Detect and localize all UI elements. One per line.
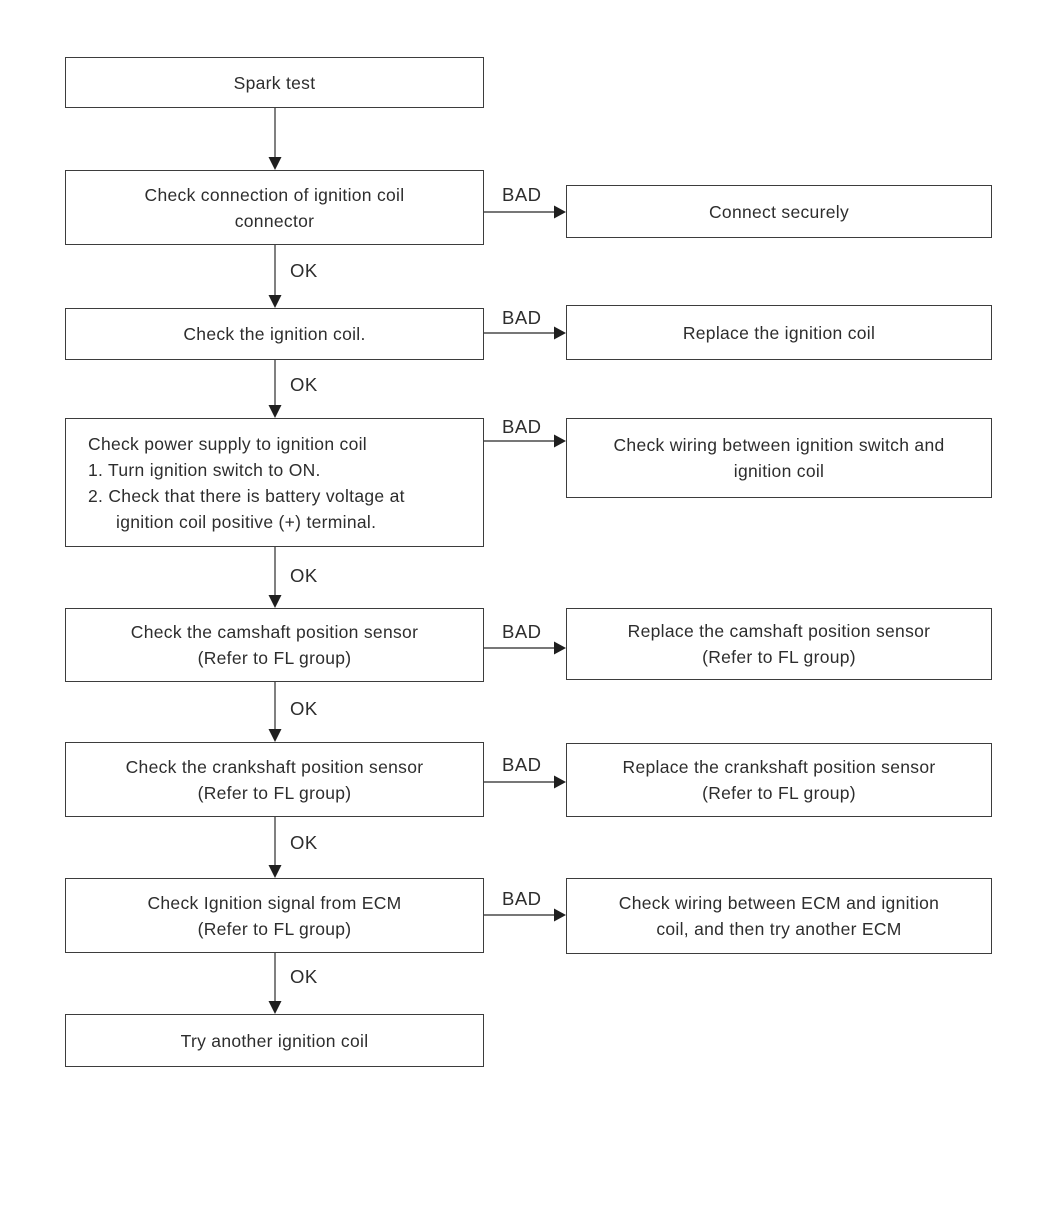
ok-label: OK — [290, 565, 318, 586]
arrow-bad-connector — [484, 205, 566, 219]
step-check-camshaft-sensor: Check the camshaft position sensor (Refe… — [65, 608, 484, 682]
step-text-line: (Refer to FL group) — [197, 648, 352, 668]
arrow-bad-ecm — [484, 908, 566, 922]
result-replace-camshaft-sensor: Replace the camshaft position sensor (Re… — [566, 608, 992, 680]
result-text-line: Check wiring between ignition switch and — [613, 435, 945, 455]
ok-label: OK — [290, 260, 318, 281]
arrow-down-connector-to-coil — [268, 245, 282, 308]
step-text-line: Spark test — [233, 72, 316, 93]
result-text-line: Replace the ignition coil — [682, 322, 876, 343]
result-check-wiring-switch-coil: Check wiring between ignition switch and… — [566, 418, 992, 498]
result-text-line: coil, and then try another ECM — [656, 919, 902, 939]
bad-label: BAD — [502, 416, 542, 437]
bad-label: BAD — [502, 307, 542, 328]
ok-label: OK — [290, 374, 318, 395]
step-check-ignition-signal: Check Ignition signal from ECM (Refer to… — [65, 878, 484, 953]
result-check-wiring-ecm-coil: Check wiring between ECM and ignition co… — [566, 878, 992, 954]
step-try-another-coil: Try another ignition coil — [65, 1014, 484, 1067]
step-text-line: connector — [234, 210, 315, 231]
arrow-bad-crankshaft — [484, 775, 566, 789]
bad-label: BAD — [502, 888, 542, 909]
arrow-down-camshaft-to-crankshaft — [268, 682, 282, 742]
result-text-line: (Refer to FL group) — [702, 647, 856, 667]
step-text-line: Check Ignition signal from ECM — [147, 892, 402, 913]
step-text-line: Check connection of ignition coil — [144, 184, 405, 205]
step-check-ignition-coil: Check the ignition coil. — [65, 308, 484, 360]
step-text-line: (Refer to FL group) — [197, 918, 352, 939]
result-text-line: Replace the crankshaft position sensor — [622, 757, 936, 777]
step-text-line: Check the camshaft position sensor — [130, 622, 419, 642]
step-check-power-supply: Check power supply to ignition coil 1. T… — [65, 418, 484, 547]
arrow-down-spark-to-connector — [268, 108, 282, 170]
ok-label: OK — [290, 966, 318, 987]
step-text-line: Check power supply to ignition coil — [88, 433, 367, 454]
arrow-bad-coil — [484, 326, 566, 340]
result-text-line: Replace the camshaft position sensor — [627, 621, 931, 641]
bad-label: BAD — [502, 184, 542, 205]
arrow-down-ecm-to-try-coil — [268, 953, 282, 1014]
step-text-line: Check the ignition coil. — [183, 324, 366, 344]
ok-label: OK — [290, 832, 318, 853]
arrow-down-crankshaft-to-ecm — [268, 817, 282, 878]
result-text-line: ignition coil — [733, 461, 825, 481]
result-text-line: Connect securely — [708, 201, 849, 222]
arrow-down-coil-to-power — [268, 360, 282, 418]
result-text-line: (Refer to FL group) — [702, 783, 856, 803]
step-check-connector: Check connection of ignition coil connec… — [65, 170, 484, 245]
result-text-line: Check wiring between ECM and ignition — [618, 893, 940, 913]
step-text-line: 1. Turn ignition switch to ON. — [88, 459, 321, 480]
bad-label: BAD — [502, 754, 542, 775]
step-text-line: Try another ignition coil — [180, 1030, 369, 1051]
result-replace-ignition-coil: Replace the ignition coil — [566, 305, 992, 360]
bad-label: BAD — [502, 621, 542, 642]
step-text-line: Check the crankshaft position sensor — [125, 756, 424, 777]
arrow-down-power-to-camshaft — [268, 547, 282, 608]
step-check-crankshaft-sensor: Check the crankshaft position sensor (Re… — [65, 742, 484, 817]
arrow-bad-camshaft — [484, 641, 566, 655]
step-text-line: (Refer to FL group) — [197, 782, 352, 803]
result-connect-securely: Connect securely — [566, 185, 992, 238]
result-replace-crankshaft-sensor: Replace the crankshaft position sensor (… — [566, 743, 992, 817]
ok-label: OK — [290, 698, 318, 719]
step-text-line: ignition coil positive (+) terminal. — [116, 511, 377, 532]
step-text-line: 2. Check that there is battery voltage a… — [88, 485, 405, 506]
step-spark-test: Spark test — [65, 57, 484, 108]
